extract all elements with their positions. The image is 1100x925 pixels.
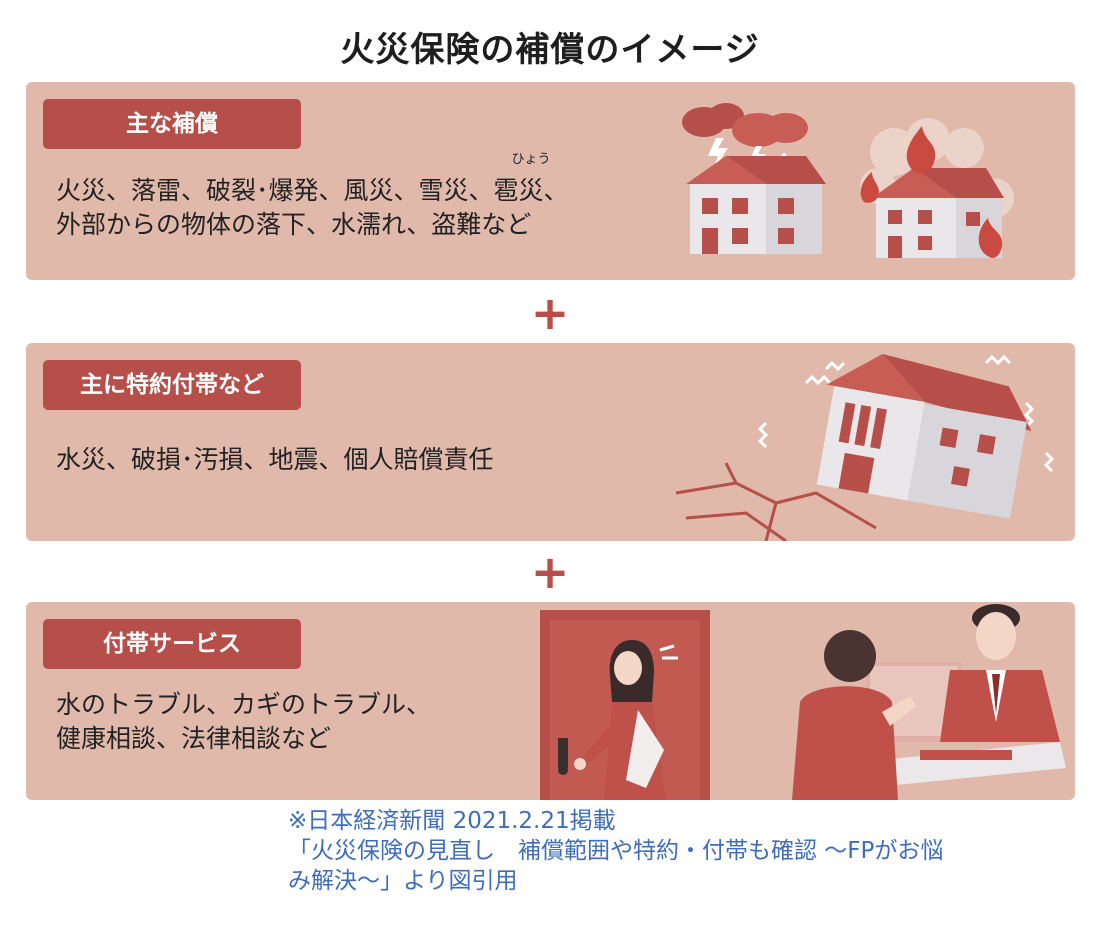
caption-line2: 「火災保険の見直し 補償範囲や特約・付帯も確認 ～FPがお悩	[288, 838, 944, 864]
house-icon	[872, 168, 1004, 258]
consultation-illustration	[792, 604, 1066, 800]
fire-icon	[860, 126, 1003, 258]
storm-cloud-icon	[682, 103, 808, 172]
storm-house-illustration	[682, 103, 826, 254]
shake-lines-icon	[757, 354, 1055, 473]
fire-house-illustration	[860, 118, 1014, 258]
special-clauses-line1: 水災、破損･汚損、地震、個人賠償責任	[56, 445, 494, 474]
door-woman-illustration	[540, 610, 710, 800]
staff-man-icon	[940, 604, 1060, 742]
ancillary-services-description: 水のトラブル、カギのトラブル、 健康相談、法律相談など	[56, 688, 431, 756]
customer-man-icon	[792, 630, 916, 800]
main-coverage-line1: 火災、落雷、破裂･爆発、風災、雪災、	[56, 176, 494, 205]
badge-main-coverage: 主な補償	[43, 99, 301, 149]
woman-icon	[574, 640, 678, 800]
plus-sign: +	[530, 286, 570, 340]
desk-icon	[860, 742, 1066, 788]
panel-ancillary-services: 付帯サービス 水のトラブル、カギのトラブル、 健康相談、法律相談など	[26, 602, 1075, 800]
house-icon	[686, 156, 826, 254]
main-coverage-line2: 外部からの物体の落下、水濡れ、盗難など	[56, 210, 532, 239]
page-title: 火災保険の補償のイメージ	[340, 30, 760, 70]
ground-crack-icon	[675, 462, 877, 541]
source-caption: ※日本経済新聞 2021.2.21掲載 「火災保険の見直し 補償範囲や特約・付帯…	[288, 806, 1088, 896]
ancillary-services-line1: 水のトラブル、カギのトラブル、	[56, 690, 432, 719]
main-coverage-description: 火災、落雷、破裂･爆発、風災、雪災、ひょう雹災、 外部からの物体の落下、水濡れ、…	[56, 153, 569, 242]
hail-word: ひょう雹災、	[493, 153, 569, 208]
ancillary-services-line2: 健康相談、法律相談など	[56, 724, 332, 753]
badge-special-clauses: 主に特約付帯など	[43, 360, 301, 410]
tilted-house-icon	[816, 353, 1032, 519]
hail-ruby: ひょう	[511, 152, 551, 167]
caption-line1: ※日本経済新聞 2021.2.21掲載	[288, 808, 616, 834]
special-clauses-description: 水災、破損･汚損、地震、個人賠償責任	[56, 443, 494, 477]
panel-main-coverage: 主な補償 火災、落雷、破裂･爆発、風災、雪災、ひょう雹災、 外部からの物体の落下…	[26, 82, 1075, 280]
plus-sign: +	[530, 545, 570, 599]
hail-text: 雹災、	[493, 176, 569, 205]
badge-ancillary-services: 付帯サービス	[43, 619, 301, 669]
panel-special-clauses: 主に特約付帯など 水災、破損･汚損、地震、個人賠償責任	[26, 343, 1075, 541]
caption-line3: み解決～」より図引用	[288, 868, 518, 894]
earthquake-house-illustration	[675, 353, 1055, 541]
